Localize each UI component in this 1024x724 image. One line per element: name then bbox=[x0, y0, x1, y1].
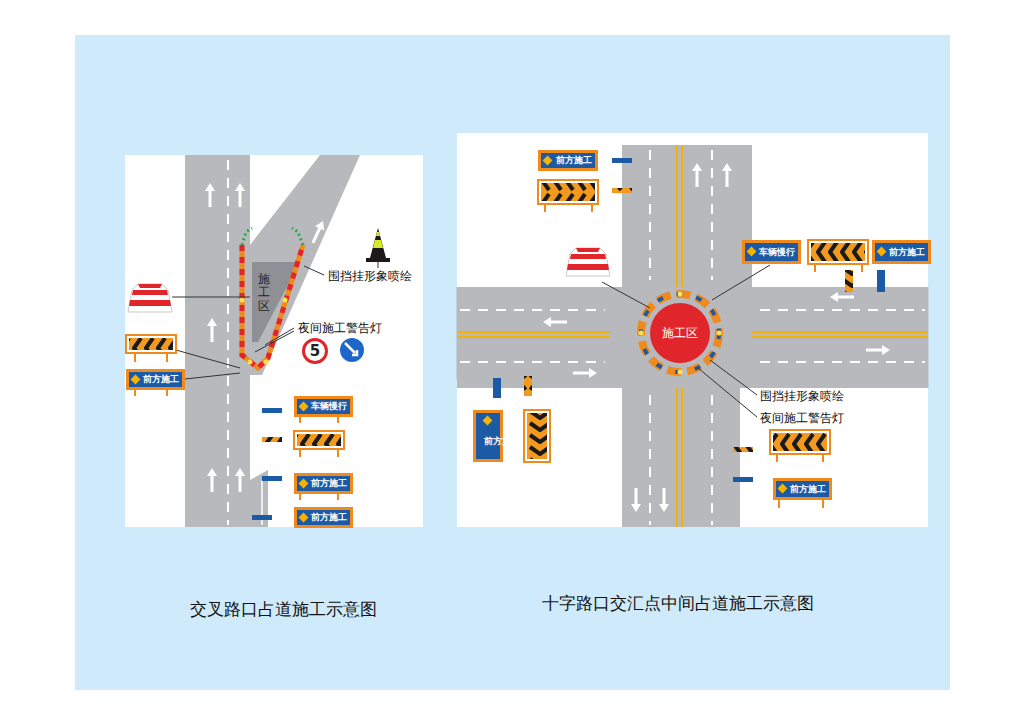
node-text: 前方施工 bbox=[889, 246, 925, 259]
node-text: 前方施工 bbox=[311, 477, 347, 490]
warning-sign: 前方施工 bbox=[872, 240, 931, 264]
node-text: 施工区 bbox=[258, 273, 270, 313]
left-work-zone-fence bbox=[240, 228, 304, 368]
figure-caption: 十字路口交汇点中间占道施工示意图 bbox=[542, 592, 814, 615]
node-text: 前方施工 bbox=[790, 483, 826, 496]
callout-label: 围挡挂形象喷绘 bbox=[326, 268, 414, 285]
node-text: 前方施工 bbox=[484, 437, 493, 447]
warning-sign: 前方施工 bbox=[294, 507, 353, 528]
warning-sign: 前方施工 bbox=[773, 478, 832, 500]
right-work-zone-ring bbox=[639, 292, 722, 375]
warning-sign: 车辆慢行 bbox=[294, 396, 353, 417]
node-text: 前方施工 bbox=[311, 511, 347, 524]
traffic-cone bbox=[366, 228, 390, 262]
right-panel bbox=[457, 133, 928, 527]
right-roads bbox=[457, 145, 928, 527]
node-text: 车辆慢行 bbox=[311, 400, 347, 413]
node-text: 车辆慢行 bbox=[759, 246, 795, 259]
left-panel bbox=[125, 155, 423, 527]
left-signs bbox=[126, 335, 364, 520]
warning-sign: 前方施工 bbox=[294, 473, 353, 494]
node-text: 施工区 bbox=[662, 325, 698, 342]
warning-sign: 前方施工 bbox=[126, 369, 185, 390]
work-zone-circle: 施工区 bbox=[652, 318, 708, 348]
right-signs bbox=[493, 158, 885, 508]
callout-label: 夜间施工警告灯 bbox=[758, 410, 846, 427]
speed-limit-sign: 5 bbox=[302, 338, 328, 364]
figure-caption: 交叉路口占道施工示意图 bbox=[190, 598, 377, 621]
callout-label: 夜间施工警告灯 bbox=[296, 320, 384, 337]
warning-sign: 前方施工 bbox=[538, 150, 598, 171]
node-text: 前方施工 bbox=[556, 154, 592, 167]
background-panel bbox=[75, 35, 950, 690]
water-barrier bbox=[128, 284, 172, 312]
node-text: 5 bbox=[310, 342, 320, 360]
warning-sign: 前方施工 bbox=[473, 410, 503, 462]
callout-label: 围挡挂形象喷绘 bbox=[758, 388, 846, 405]
left-roads bbox=[185, 155, 360, 527]
water-barrier bbox=[566, 248, 610, 276]
right-leaders bbox=[602, 265, 770, 417]
work-zone: 施工区 bbox=[255, 268, 273, 318]
warning-sign: 车辆慢行 bbox=[742, 240, 801, 264]
node-text: 前方施工 bbox=[143, 373, 179, 386]
